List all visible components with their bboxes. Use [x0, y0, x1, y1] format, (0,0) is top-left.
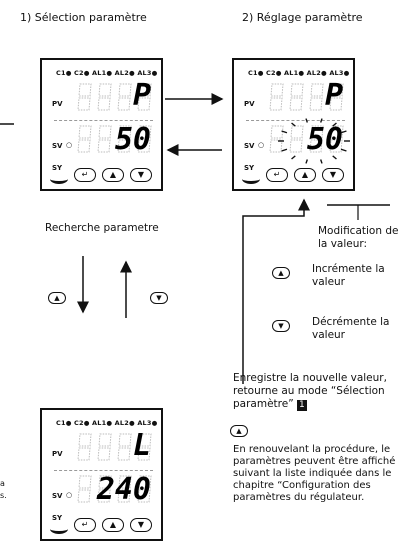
decrement-icon: ▼ [272, 320, 290, 332]
pv-ghost-digits [76, 432, 154, 462]
enter-button[interactable]: ↵ [74, 168, 96, 182]
renew-text-5: paramètres du régulateur. [233, 492, 365, 503]
pv-label: PV [52, 100, 63, 108]
down-button[interactable]: ▼ [130, 168, 152, 182]
alarm-leds: C1● C2● AL1● AL2● AL3● [56, 69, 158, 77]
renew-text-4: chapitre “Configuration des [233, 480, 371, 491]
sv-display: 50 [114, 122, 151, 157]
enter-icon: ↵ [273, 170, 281, 179]
sv-indicator: ○ [66, 141, 73, 149]
increment-icon: ▲ [272, 267, 290, 279]
sy-label: SY [244, 164, 255, 172]
search-down-button[interactable]: ▼ [150, 292, 168, 304]
down-button[interactable]: ▼ [130, 518, 152, 532]
save-pointer [242, 198, 310, 384]
sy-logo-icon [242, 174, 260, 184]
up-icon: ▲ [301, 170, 309, 179]
left-cut-text-1: a [0, 479, 5, 488]
note-badge: 1 [297, 400, 307, 411]
step2-header: 2) Réglage paramètre [242, 11, 363, 24]
enter-button[interactable]: ↵ [266, 168, 288, 182]
sv-label: SV [52, 142, 63, 150]
down-icon: ▼ [137, 170, 145, 179]
sy-label: SY [52, 514, 63, 522]
pv-ghost-digits [76, 82, 154, 112]
modif-text-1: Modification de [318, 225, 399, 237]
blink-rays [278, 118, 350, 164]
sv-display: 240 [96, 472, 151, 507]
sv-ghost-digits [76, 124, 154, 154]
alarm-leds: C1● C2● AL1● AL2● AL3● [56, 419, 158, 427]
pv-label: PV [244, 100, 255, 108]
up-button[interactable]: ▲ [102, 168, 124, 182]
modif-text-2: la valeur: [318, 238, 368, 250]
renew-text-1: En renouvelant la procédure, le [233, 444, 391, 455]
display-divider [54, 120, 153, 121]
sy-label: SY [52, 164, 63, 172]
renew-text-2: paramètres peuvent être affiché [233, 456, 396, 467]
pv-display: L [132, 428, 151, 463]
pv-label: PV [52, 450, 63, 458]
down-icon: ▼ [329, 170, 337, 179]
sv-ghost-digits [268, 124, 346, 154]
sv-indicator: ○ [258, 141, 265, 149]
save-text-2: retourne au mode “Sélection [233, 385, 385, 397]
up-icon: ▲ [109, 170, 117, 179]
enter-icon: ↵ [81, 170, 89, 179]
sy-logo-icon [50, 524, 68, 534]
alarm-leds: C1● C2● AL1● AL2● AL3● [248, 69, 350, 77]
renew-up-icon: ▲ [230, 425, 248, 437]
enter-icon: ↵ [81, 520, 89, 529]
step1-header: 1) Sélection paramètre [20, 11, 147, 24]
increment-text-2: valeur [312, 276, 345, 288]
up-button[interactable]: ▲ [102, 518, 124, 532]
decrement-text-2: valeur [312, 329, 345, 341]
left-cut-text-2: s. [0, 491, 7, 500]
down-button[interactable]: ▼ [322, 168, 344, 182]
save-text-1: Enregistre la nouvelle valeur, [233, 372, 387, 384]
down-icon: ▼ [137, 520, 145, 529]
sv-label: SV [244, 142, 255, 150]
up-icon: ▲ [109, 520, 117, 529]
sy-logo-icon [50, 174, 68, 184]
up-button[interactable]: ▲ [294, 168, 316, 182]
display-divider [246, 120, 345, 121]
search-up-button[interactable]: ▲ [48, 292, 66, 304]
decrement-text-1: Décrémente la [312, 316, 390, 328]
renew-text-3: suivant la liste indiquée dans le [233, 468, 392, 479]
pv-display: P [324, 78, 343, 113]
enter-button[interactable]: ↵ [74, 518, 96, 532]
search-label: Recherche parametre [45, 222, 159, 234]
sv-ghost-digits [76, 474, 154, 504]
save-text-3: paramètre” 1 [233, 398, 307, 411]
display-divider [54, 470, 153, 471]
sv-display: 50 [306, 122, 343, 157]
sv-label: SV [52, 492, 63, 500]
sv-indicator: ○ [66, 491, 73, 499]
pv-ghost-digits [268, 82, 346, 112]
increment-text-1: Incrémente la [312, 263, 385, 275]
pv-display: P [132, 78, 151, 113]
